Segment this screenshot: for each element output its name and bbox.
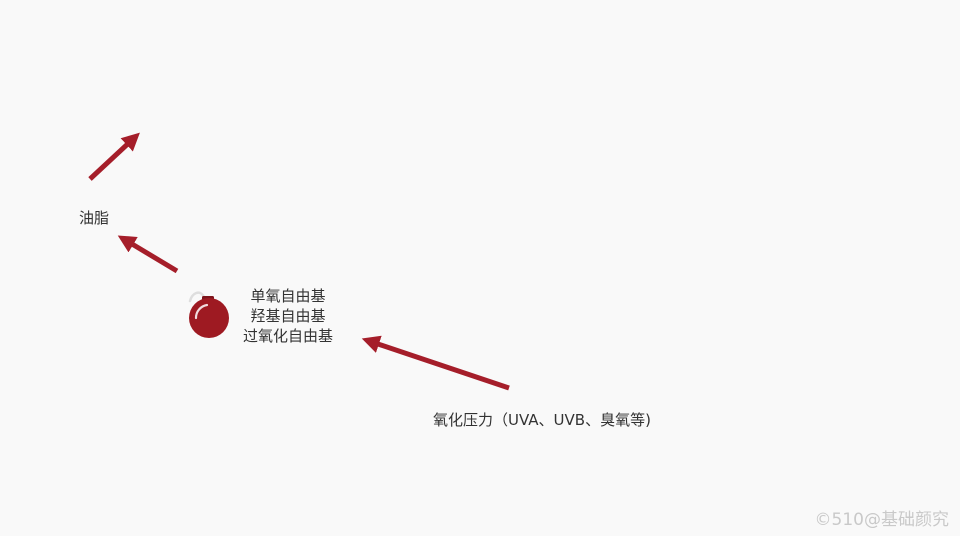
oil-label: 油脂 bbox=[79, 209, 110, 227]
oxidative-stress-label: 氧化压力（UVA、UVB、臭氧等) bbox=[433, 411, 651, 429]
radical-singlet-oxygen: 单氧自由基 bbox=[250, 287, 326, 305]
radical-hydroxyl: 羟基自由基 bbox=[250, 307, 326, 325]
arrow-oil-upward bbox=[88, 132, 140, 181]
watermark: ©510@基础颜究 bbox=[814, 510, 949, 530]
radical-peroxyl: 过氧化自由基 bbox=[242, 327, 333, 345]
bomb-icon bbox=[182, 287, 234, 339]
arrow-stress-to-radicals bbox=[361, 335, 510, 391]
arrow-radicals-to-oil bbox=[117, 235, 179, 274]
radical-types: 单氧自由基 羟基自由基 过氧化自由基 bbox=[232, 286, 344, 346]
